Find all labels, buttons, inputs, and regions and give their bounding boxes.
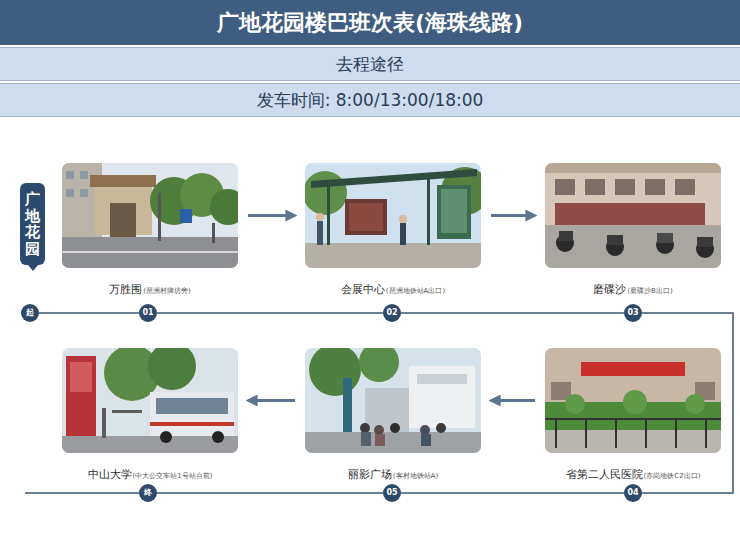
stop-caption: 会展中心(琶洲地铁站A出口) [305,278,481,297]
dot-text: 04 [627,489,638,497]
stop-exit: (中大公交车站1号站台前) [133,472,213,480]
stop-name: 万胜围 [109,283,142,296]
stop-marker: 01 [139,304,157,322]
stop-name: 中山大学 [88,468,132,481]
stop-box: 省第二人民医院(赤岗地铁C2出口) [545,348,721,482]
info-band: 去程途径 [0,47,740,81]
stop-photo [305,348,481,453]
origin-tag: 广地花园 [20,183,45,265]
pill-text: 广地花园 [25,191,40,257]
timeline-line [157,492,383,494]
photo-frame [62,348,238,453]
stop-caption: 省第二人民医院(赤岗地铁C2出口) [545,463,721,482]
stop-exit: (磨碟沙B出口) [627,287,672,295]
stop-box: 中山大学(中大公交车站1号站台前) [62,348,238,482]
stop-name: 会展中心 [341,283,385,296]
photo-frame [305,163,481,268]
stop-marker: 03 [624,304,642,322]
title-bar: 广地花园楼巴班次表(海珠线路) [0,0,740,45]
timeline-line [157,312,383,314]
dot-text: 起 [26,309,34,317]
dot-text: 03 [627,309,638,317]
band-text: 去程途径 [336,53,404,76]
stop-exit: (琶洲村牌坊旁) [143,287,190,295]
stop-exit: (客村地铁站A) [393,472,438,480]
dot-text: 02 [386,309,397,317]
stop-marker: 05 [383,484,401,502]
stop-marker: 终 [139,484,157,502]
stop-box: 丽影广场(客村地铁站A) [305,348,481,482]
route-arrow [248,214,295,217]
stop-box: 万胜围(琶洲村牌坊旁) [62,163,238,297]
info-band: 发车时间: 8:00/13:00/18:00 [0,83,740,117]
stop-box: 会展中心(琶洲地铁站A出口) [305,163,481,297]
stop-caption: 磨碟沙(磨碟沙B出口) [545,278,721,297]
timeline-line [39,312,139,314]
stop-photo [545,163,721,268]
route-arrow [491,214,535,217]
stop-box: 磨碟沙(磨碟沙B出口) [545,163,721,297]
stop-exit: (琶洲地铁站A出口) [386,287,445,295]
timeline-line [401,312,624,314]
photo-frame [545,348,721,453]
dot-text: 05 [386,489,397,497]
stop-name: 磨碟沙 [593,283,626,296]
stop-marker: 起 [21,304,39,322]
photo-frame [62,163,238,268]
stop-caption: 丽影广场(客村地铁站A) [305,463,481,482]
stop-caption: 中山大学(中大公交车站1号站台前) [62,463,238,482]
route-arrow [248,399,295,402]
stop-exit: (赤岗地铁C2出口) [644,472,701,480]
stop-photo [62,163,238,268]
title-text: 广地花园楼巴班次表(海珠线路) [217,8,523,38]
timeline-line [401,492,624,494]
band-text: 发车时间: 8:00/13:00/18:00 [257,89,484,112]
route-arrow [491,399,535,402]
stop-marker: 02 [383,304,401,322]
stop-photo [305,163,481,268]
stop-name: 省第二人民医院 [566,468,643,481]
dot-text: 终 [144,489,152,497]
stop-caption: 万胜围(琶洲村牌坊旁) [62,278,238,297]
photo-frame [305,348,481,453]
stop-marker: 04 [624,484,642,502]
dot-text: 01 [142,309,153,317]
stop-photo [545,348,721,453]
stop-name: 丽影广场 [348,468,392,481]
photo-frame [545,163,721,268]
timeline-stub [25,492,139,494]
stop-photo [62,348,238,453]
